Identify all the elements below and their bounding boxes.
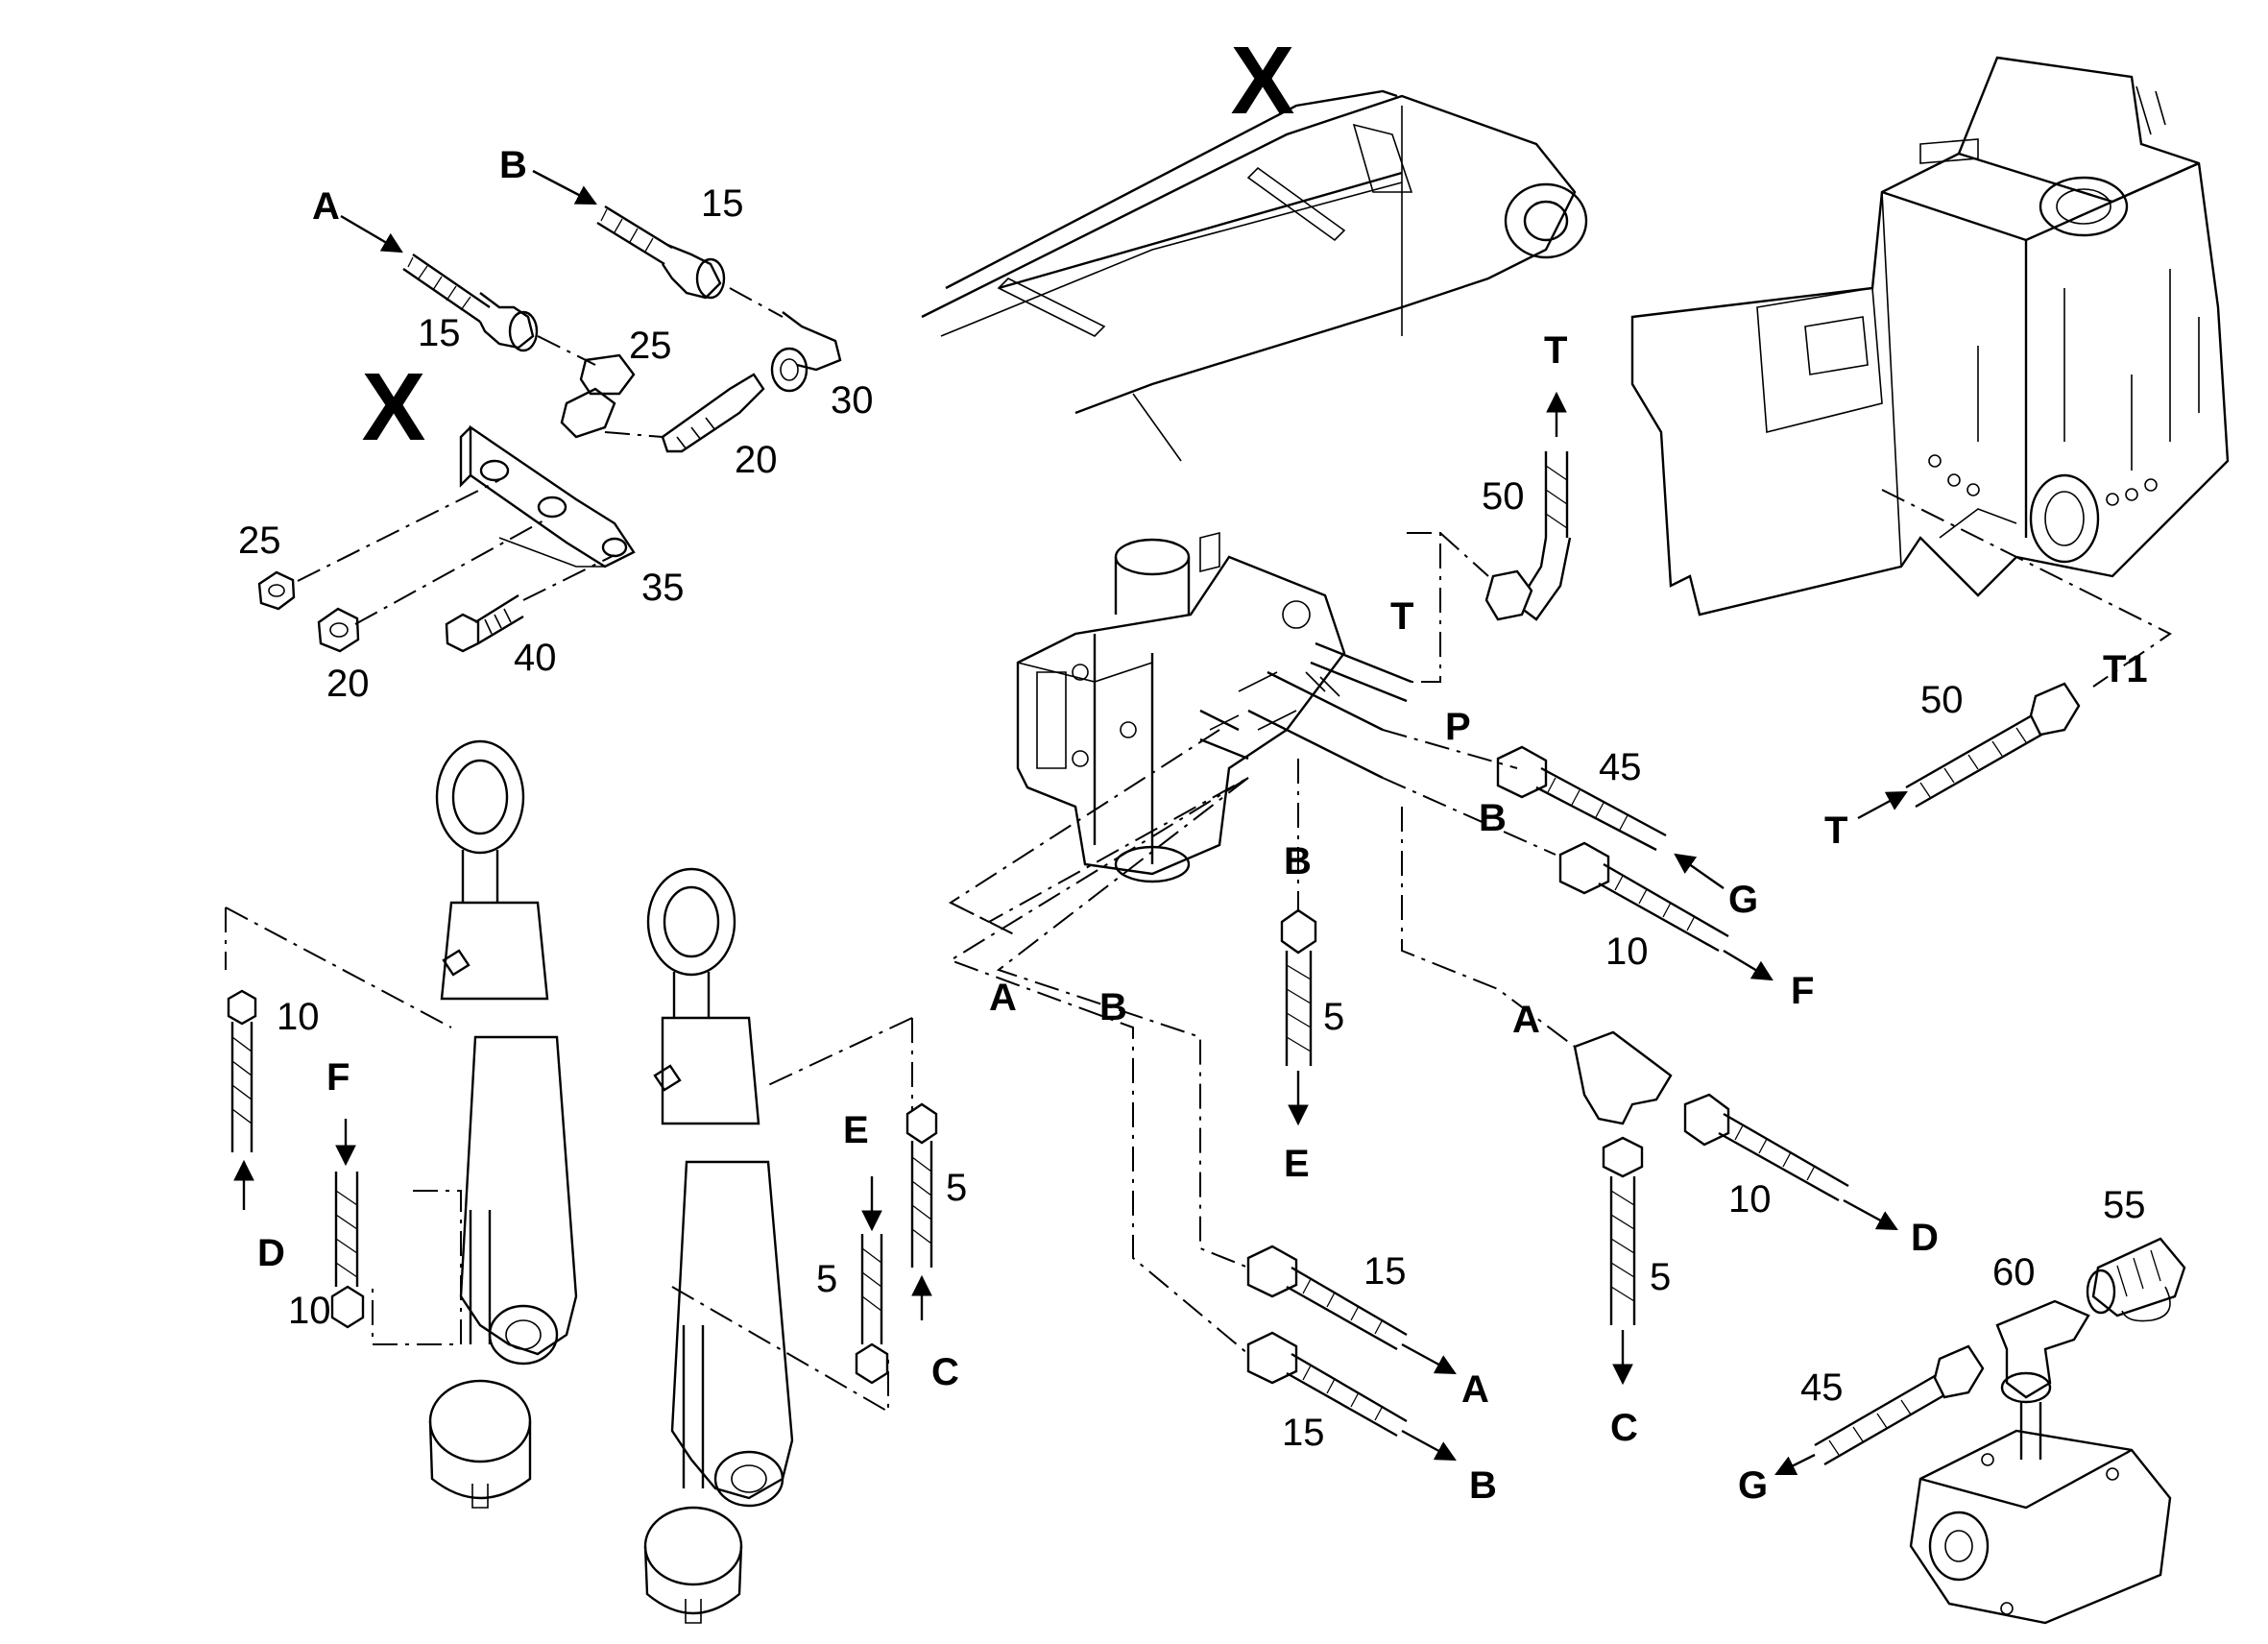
connection-letter-a: A xyxy=(1461,1368,1489,1411)
boom-arm xyxy=(921,89,1588,462)
connection-letter-p: P xyxy=(1445,706,1471,748)
tee-fitting-a xyxy=(1573,1030,1673,1125)
part-number-25: 25 xyxy=(238,520,281,562)
control-valve-block xyxy=(1016,531,1346,883)
connection-letter-a: A xyxy=(1512,999,1540,1041)
part-number-50: 50 xyxy=(1482,475,1525,518)
hose-10-f xyxy=(330,1172,365,1329)
connection-letter-t: T xyxy=(1824,810,1847,852)
detail-x-bracket xyxy=(459,424,636,568)
part-number-35: 35 xyxy=(641,567,685,609)
part-number-25: 25 xyxy=(629,325,672,367)
detail-leader-lines xyxy=(297,287,784,625)
connection-letter-b: B xyxy=(1099,986,1127,1028)
part-number-40: 40 xyxy=(514,637,557,679)
connection-letter-e: E xyxy=(843,1109,869,1151)
hose-5-e xyxy=(855,1234,889,1385)
detail-bolt-40 xyxy=(445,593,524,653)
pump-assembly xyxy=(1909,1402,2172,1625)
part-number-5: 5 xyxy=(1650,1256,1671,1298)
hose-45-g-lower xyxy=(1814,1344,1985,1466)
part-number-20: 20 xyxy=(735,439,778,481)
hose-45-g-upper xyxy=(1496,745,1667,852)
hose-10-d-right xyxy=(1683,1093,1849,1202)
connection-letter-g: G xyxy=(1738,1464,1768,1507)
cylinder-leader-lines xyxy=(225,907,913,1414)
connection-letter-c: C xyxy=(1610,1407,1638,1449)
connection-letter-f: F xyxy=(1791,970,1814,1012)
detail-hose-15-b xyxy=(596,205,726,300)
part-number-30: 30 xyxy=(831,379,874,422)
part-number-10: 10 xyxy=(277,996,320,1038)
connection-letter-t: T xyxy=(1544,329,1567,372)
connection-letter-a: A xyxy=(312,185,340,228)
part-number-45: 45 xyxy=(1599,746,1642,788)
hose-15-lower-b xyxy=(1246,1331,1408,1438)
connection-letter-g: G xyxy=(1728,879,1758,921)
part-number-15: 15 xyxy=(701,182,744,225)
part-number-15: 15 xyxy=(1282,1412,1325,1454)
detail-nut-25 xyxy=(257,570,296,611)
routing-lines xyxy=(948,489,2172,1355)
detail-marker-main: X xyxy=(1231,27,1295,134)
hose-50-t1 xyxy=(1905,682,2081,809)
detail-adapter-25 xyxy=(560,353,636,439)
hydraulic-tank xyxy=(1630,56,2230,616)
part-number-50: 50 xyxy=(1920,679,1964,721)
hose-10-f-right xyxy=(1558,841,1729,953)
part-number-10: 10 xyxy=(1605,931,1649,973)
part-number-45: 45 xyxy=(1800,1366,1844,1409)
connection-letter-b: B xyxy=(1479,797,1507,839)
connection-letter-d: D xyxy=(1911,1217,1939,1259)
detail-hose-15-a xyxy=(402,254,539,352)
connection-letter-d: D xyxy=(257,1232,285,1274)
hose-15-lower-a xyxy=(1246,1245,1408,1351)
connection-letter-e: E xyxy=(1284,1143,1310,1185)
quick-coupling-55 xyxy=(2086,1237,2186,1322)
hose-5-b-center xyxy=(1280,908,1317,1066)
part-number-15: 15 xyxy=(418,312,461,354)
part-number-60: 60 xyxy=(1992,1251,2036,1293)
part-number-5: 5 xyxy=(946,1167,967,1209)
part-number-10: 10 xyxy=(1728,1178,1772,1221)
valve-fittings xyxy=(1199,641,1412,780)
hose-5-c xyxy=(905,1102,938,1268)
tee-fitting-60 xyxy=(1995,1299,2090,1404)
detail-elbow-30 xyxy=(770,311,842,393)
detail-marker-detail: X xyxy=(362,353,426,461)
part-number-55: 55 xyxy=(2103,1184,2146,1226)
part-number-5: 5 xyxy=(1323,996,1344,1038)
detail-nut-20 xyxy=(317,607,360,653)
part-number-20: 20 xyxy=(326,663,370,705)
connection-letter-a: A xyxy=(989,977,1017,1019)
left-cylinder xyxy=(428,739,578,1509)
right-cylinder xyxy=(643,867,794,1624)
part-number-10: 10 xyxy=(288,1290,331,1332)
connection-letter-b: B xyxy=(499,144,527,186)
connection-letter-t: T xyxy=(1390,595,1413,638)
part-number-15: 15 xyxy=(1363,1250,1407,1293)
hose-50-elbow xyxy=(1484,451,1572,621)
connection-letter-f: F xyxy=(326,1056,350,1099)
detail-union-20 xyxy=(661,373,765,453)
connection-letter-c: C xyxy=(931,1351,959,1393)
connection-letter-b: B xyxy=(1469,1464,1497,1507)
hose-10-left xyxy=(227,989,257,1152)
part-number-5: 5 xyxy=(816,1258,837,1300)
hose-5-c-center xyxy=(1602,1136,1644,1325)
flow-arrows xyxy=(233,169,1908,1476)
connection-letter-b: B xyxy=(1284,840,1312,882)
connection-letter-t1: T1 xyxy=(2103,648,2148,690)
